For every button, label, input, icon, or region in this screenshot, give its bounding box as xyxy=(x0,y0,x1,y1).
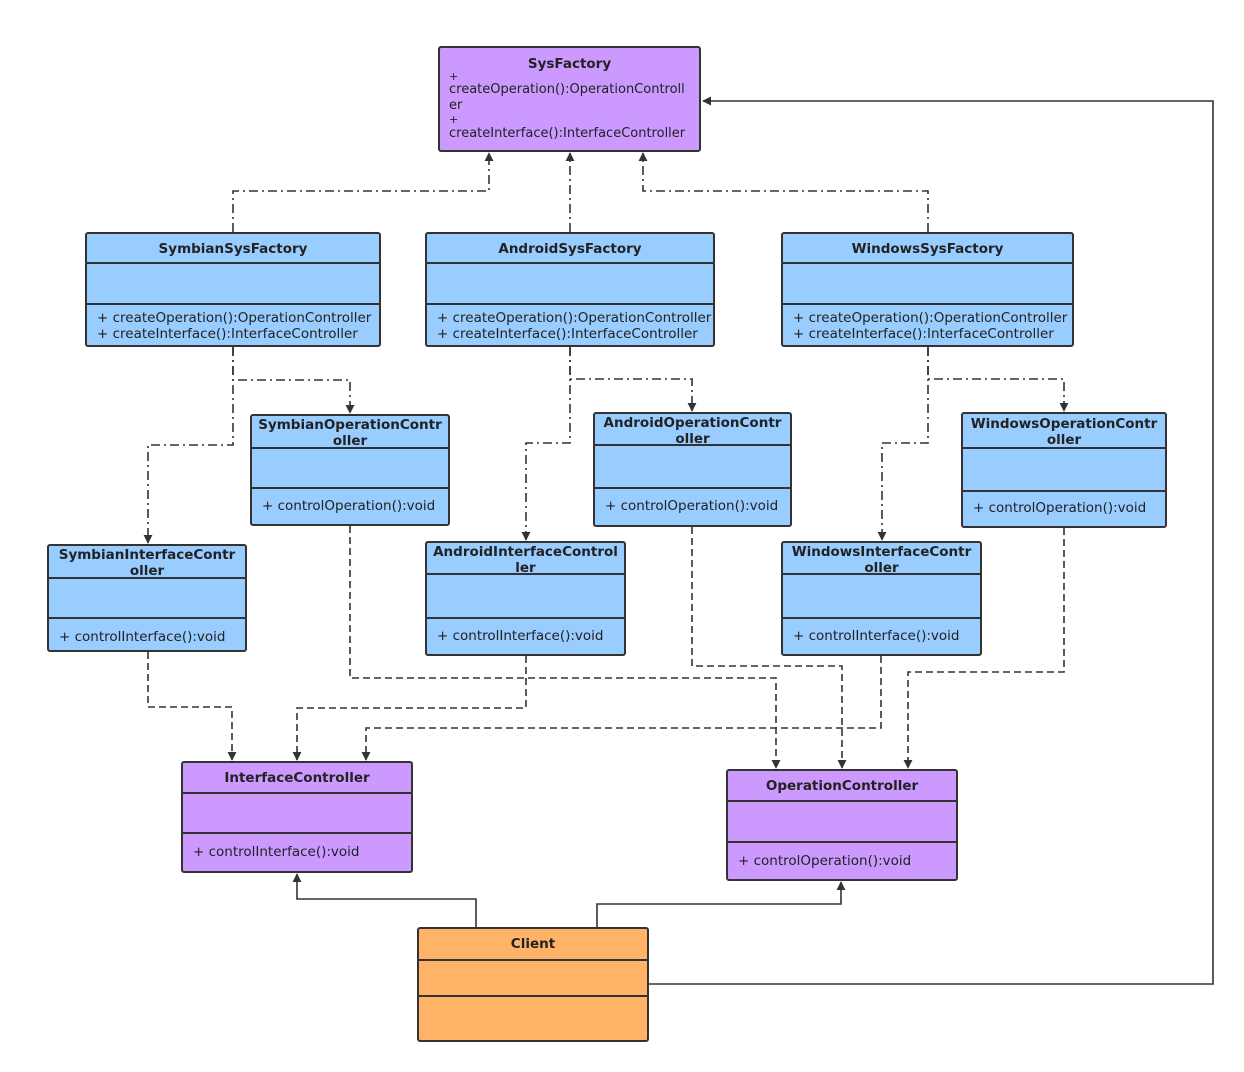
class-android-sys-factory[interactable]: AndroidSysFactory + createOperation():Op… xyxy=(425,232,715,347)
edge-symbian-if-to-interface-controller xyxy=(147,652,237,761)
class-operations: + controlInterface():void xyxy=(183,834,411,860)
class-android-interface-controller[interactable]: AndroidInterfaceController + controlInte… xyxy=(425,541,626,656)
operation-line: + createInterface():InterfaceController xyxy=(97,326,358,342)
class-attributes xyxy=(728,802,956,843)
class-symbian-interface-controller[interactable]: SymbianInterfaceController + controlInte… xyxy=(47,544,247,652)
operation-line: + controlInterface():void xyxy=(193,844,360,860)
operation-line: + createOperation():OperationController xyxy=(793,310,1068,326)
class-operations: + createOperation():OperationController … xyxy=(783,305,1072,342)
edge-symbian-factory-to-symbian-if xyxy=(143,347,234,544)
class-sysfactory[interactable]: SysFactory + createOperation():Operation… xyxy=(438,46,701,152)
operation-line: + controlOperation():void xyxy=(738,853,912,869)
class-attributes xyxy=(427,575,624,619)
class-windows-interface-controller[interactable]: WindowsInterfaceController + controlInte… xyxy=(781,541,982,656)
class-name: AndroidInterfaceController xyxy=(427,543,624,576)
class-windows-operation-controller[interactable]: WindowsOperationController + controlOper… xyxy=(961,412,1167,528)
class-symbian-sys-factory[interactable]: SymbianSysFactory + createOperation():Op… xyxy=(85,232,381,347)
class-name: WindowsInterfaceController xyxy=(783,543,980,576)
edge-android-factory-to-android-op xyxy=(569,347,697,412)
class-operations: + controlOperation():void xyxy=(595,489,790,514)
edge-android-if-to-interface-controller xyxy=(292,656,527,761)
class-name: InterfaceController xyxy=(183,763,411,794)
operation-line: + controlInterface():void xyxy=(793,628,960,644)
operation-line: + xyxy=(449,70,459,83)
class-attributes xyxy=(595,446,790,489)
edge-android-factory-to-android-if xyxy=(521,347,571,541)
class-attributes xyxy=(427,264,713,305)
class-windows-sys-factory[interactable]: WindowsSysFactory + createOperation():Op… xyxy=(781,232,1074,347)
class-name: WindowsOperationController xyxy=(963,414,1165,449)
edge-android-op-to-operation-controller xyxy=(691,527,847,769)
operation-line: + controlOperation():void xyxy=(605,498,779,514)
edge-symbian-op-to-operation-controller xyxy=(349,526,781,769)
operation-line: + controlInterface():void xyxy=(59,629,226,645)
class-operations: + createOperation():OperationController … xyxy=(427,305,713,342)
class-attributes xyxy=(183,794,411,834)
class-name: Client xyxy=(419,929,647,961)
class-android-operation-controller[interactable]: AndroidOperationController + controlOper… xyxy=(593,412,792,527)
class-name: SymbianInterfaceController xyxy=(49,546,245,579)
class-client[interactable]: Client xyxy=(417,927,649,1042)
class-attributes xyxy=(49,579,245,619)
class-operations: + controlInterface():void xyxy=(427,619,624,644)
class-attributes xyxy=(252,449,448,489)
class-name: AndroidOperationController xyxy=(595,414,790,447)
operation-line: + createInterface():InterfaceController xyxy=(437,326,698,342)
operation-line: createInterface():InterfaceController xyxy=(449,126,686,141)
class-interface-controller[interactable]: InterfaceController + controlInterface()… xyxy=(181,761,413,873)
class-name: WindowsSysFactory xyxy=(783,234,1072,264)
class-symbian-operation-controller[interactable]: SymbianOperationController + controlOper… xyxy=(250,414,450,526)
class-operations: + createOperation():OperationControll er… xyxy=(440,70,699,142)
class-name: SymbianSysFactory xyxy=(87,234,379,264)
class-name: AndroidSysFactory xyxy=(427,234,713,264)
class-operation-controller[interactable]: OperationController + controlOperation()… xyxy=(726,769,958,881)
class-attributes xyxy=(419,961,647,997)
class-attributes xyxy=(783,575,980,619)
edge-client-to-sysfactory xyxy=(649,96,1214,985)
edge-windows-op-to-operation-controller xyxy=(903,528,1065,769)
edge-symbian-factory-to-sysfactory xyxy=(232,152,494,232)
class-attributes xyxy=(963,449,1165,492)
class-operations: + controlInterface():void xyxy=(783,619,980,644)
operation-line: + createInterface():InterfaceController xyxy=(793,326,1054,342)
operation-line: + controlOperation():void xyxy=(262,498,436,514)
edge-windows-if-to-interface-controller xyxy=(361,656,882,761)
class-operations: + controlOperation():void xyxy=(963,492,1165,516)
class-name: SysFactory xyxy=(527,56,612,72)
edge-symbian-factory-to-symbian-op xyxy=(232,347,355,414)
class-name: OperationController xyxy=(728,771,956,802)
class-name: SymbianOperationController xyxy=(252,416,448,449)
class-operations: + controlOperation():void xyxy=(252,489,448,514)
operation-line: + createOperation():OperationController xyxy=(97,310,372,326)
class-attributes xyxy=(87,264,379,305)
operation-line: createOperation():OperationControll xyxy=(449,82,685,97)
edge-windows-factory-to-sysfactory xyxy=(638,152,929,232)
class-operations: + controlInterface():void xyxy=(49,619,245,645)
edge-windows-factory-to-windows-if xyxy=(877,347,929,541)
operation-line: + controlOperation():void xyxy=(973,500,1147,516)
operation-line: + createOperation():OperationController xyxy=(437,310,712,326)
operation-line: + controlInterface():void xyxy=(437,628,604,644)
edge-windows-factory-to-windows-op xyxy=(927,347,1069,412)
class-operations: + createOperation():OperationController … xyxy=(87,305,379,342)
operation-line: er xyxy=(449,98,463,113)
edge-client-to-operation-controller xyxy=(596,881,846,927)
class-attributes xyxy=(783,264,1072,305)
edge-client-to-interface-controller xyxy=(292,873,477,927)
operation-line: + xyxy=(449,113,459,126)
class-operations: + controlOperation():void xyxy=(728,843,956,869)
